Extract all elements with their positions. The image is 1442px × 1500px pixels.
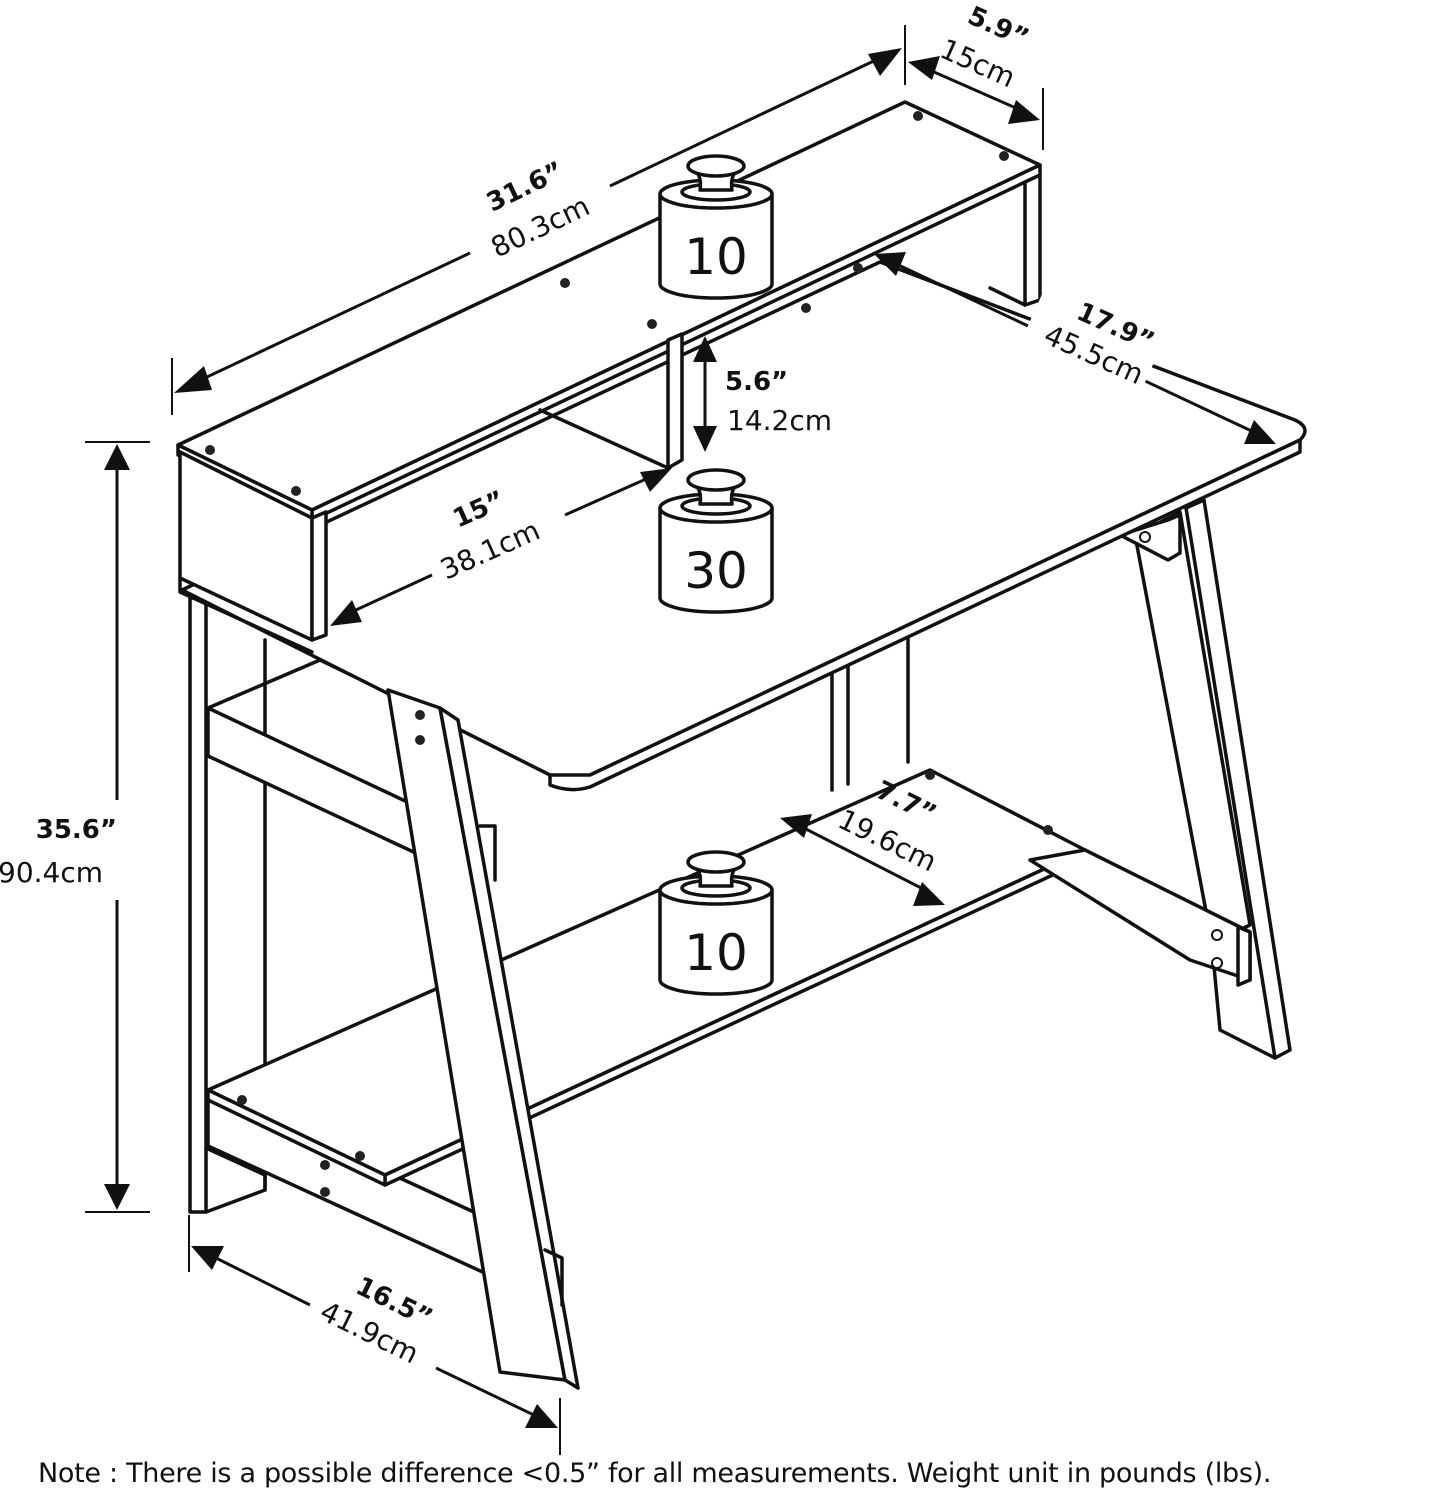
weight-bottom-shelf: 10	[658, 850, 774, 996]
arrow-icon	[1244, 420, 1276, 444]
bottom-shelf	[206, 768, 1087, 1177]
dimension-desk-depth: 17.9” 45.5cm	[874, 252, 1276, 444]
arrow-icon	[191, 1246, 224, 1270]
arrow-icon	[693, 336, 717, 362]
right-front-leg	[1184, 498, 1292, 1060]
hutch-right-panel	[1023, 173, 1042, 307]
arrow-icon	[104, 1184, 130, 1210]
arrow-icon	[780, 814, 812, 838]
arrow-icon	[908, 56, 940, 80]
arrow-icon	[330, 600, 362, 626]
hutch-clearance-inches: 5.6”	[725, 367, 788, 397]
left-rear-leg	[188, 596, 208, 1214]
weight-desktop: 30	[658, 468, 774, 614]
weight-desktop-label: 30	[684, 542, 748, 600]
total-height-cm: 90.4cm	[0, 856, 103, 889]
hutch-clearance-cm: 14.2cm	[727, 404, 832, 437]
arrow-icon	[693, 426, 717, 452]
measurement-note: Note : There is a possible difference <0…	[38, 1458, 1272, 1489]
weight-hutch-label: 10	[684, 228, 748, 286]
hutch-divider	[666, 332, 684, 470]
arrow-icon	[104, 444, 130, 470]
left-upper-rail	[206, 706, 422, 857]
arrow-icon	[913, 882, 945, 906]
arrow-icon	[640, 468, 672, 492]
arrow-icon	[868, 48, 902, 76]
arrow-icon	[174, 366, 212, 393]
weight-bottom-shelf-label: 10	[684, 924, 748, 982]
arrow-icon	[1008, 100, 1040, 124]
total-height-inches: 35.6”	[36, 815, 117, 845]
arrow-icon	[525, 1404, 558, 1428]
dimension-total-height: 35.6” 90.4cm	[0, 441, 150, 1213]
weight-hutch: 10	[658, 154, 774, 300]
arrow-icon	[874, 252, 906, 276]
dimension-hutch-clearance: 5.6” 14.2cm	[693, 336, 832, 452]
